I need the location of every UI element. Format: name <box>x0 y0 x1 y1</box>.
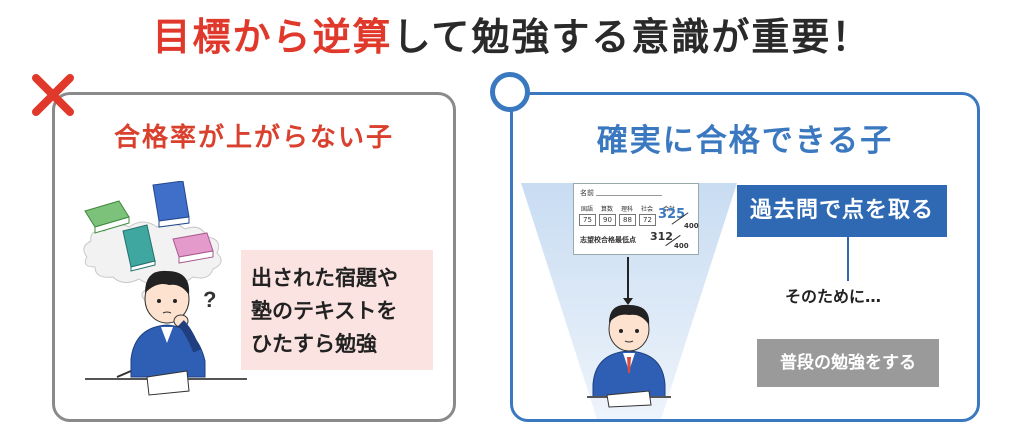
book-blue-icon <box>152 181 190 228</box>
circle-icon <box>490 72 530 112</box>
studying-student-illustration: ? <box>83 181 247 396</box>
left-panel: 合格率が上がらない子 ? 出 <box>52 92 456 422</box>
book-teal-icon <box>122 224 156 272</box>
student-icon <box>85 270 247 396</box>
score-cell: 75 <box>579 214 596 226</box>
study-method-line-2: 塾のテキストを <box>251 299 398 323</box>
student-icon <box>587 304 671 408</box>
connector-text: そのために… <box>785 287 882 306</box>
subject-label: 社会 <box>640 206 653 213</box>
study-method-box: 出された宿題や 塾のテキストを ひたすら勉強 <box>241 250 433 370</box>
score-card: 名前 国語 算数 理科 社会 合計 75 90 88 72 325 400 志望… <box>573 183 699 255</box>
subject-label: 国語 <box>580 206 593 213</box>
score-cell: 90 <box>599 214 616 226</box>
subject-label: 理科 <box>620 206 633 213</box>
left-panel-title: 合格率が上がらない子 <box>113 123 394 153</box>
score-card-name-label: 名前 <box>580 189 594 197</box>
subject-label: 算数 <box>600 206 613 213</box>
cross-icon <box>32 74 74 116</box>
right-panel: 確実に合格できる子 名前 国語 算数 理科 社会 合計 75 90 88 72 … <box>510 92 980 422</box>
goal-box: 過去問で点を取る <box>737 185 947 237</box>
headline: 目標から逆算して勉強する意識が重要！ <box>0 6 1024 61</box>
min-score: 312 <box>650 230 673 243</box>
book-pink-icon <box>172 232 214 264</box>
book-green-icon <box>84 200 130 234</box>
down-arrow-icon <box>623 257 633 305</box>
min-score-max: 400 <box>674 242 689 250</box>
study-method-line-3: ひたすら勉強 <box>251 332 377 356</box>
right-panel-title: 確実に合格できる子 <box>596 123 894 159</box>
total-max: 400 <box>684 222 699 230</box>
headline-accent: 目標から逆算 <box>152 15 393 59</box>
question-mark: ? <box>203 287 216 312</box>
subject-label: 合計 <box>662 206 675 213</box>
score-cell: 88 <box>619 214 636 226</box>
connector-line <box>847 237 849 281</box>
score-cell: 72 <box>639 214 656 226</box>
action-box: 普段の勉強をする <box>757 339 939 387</box>
study-method-line-1: 出された宿題や <box>251 266 398 290</box>
min-score-label: 志望校合格最低点 <box>580 236 636 244</box>
total-score: 325 <box>658 207 686 222</box>
name-underline <box>596 195 662 196</box>
headline-rest: して勉強する意識が重要！ <box>392 15 872 59</box>
